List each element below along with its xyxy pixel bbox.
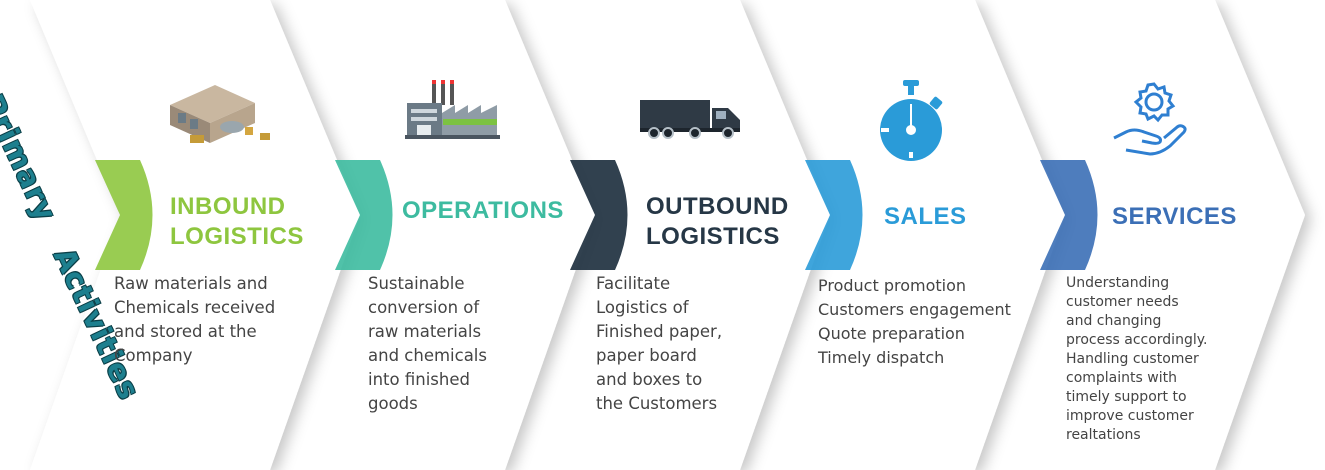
tip-sales (805, 160, 863, 270)
desc-line: Timely dispatch (818, 348, 945, 367)
desc-line: and changing (1066, 313, 1162, 329)
title-outbound: OUTBOUND LOGISTICS (646, 192, 789, 252)
title-line-2: LOGISTICS (170, 223, 304, 250)
desc-line: Sustainable (368, 274, 465, 293)
desc-line: the Customers (596, 394, 718, 413)
stopwatch-icon (880, 80, 943, 161)
desc-line: timely support to (1066, 389, 1187, 405)
chevron-1 (30, 0, 360, 470)
gear-hand-icon (1113, 82, 1187, 156)
desc-line: improve customer (1066, 408, 1194, 424)
tip-services (1040, 160, 1098, 270)
desc-line: goods (368, 394, 418, 413)
title-services: SERVICES (1112, 202, 1237, 232)
desc-line: process accordingly. (1066, 332, 1208, 348)
title-inbound: INBOUND LOGISTICS (170, 192, 304, 252)
tip-outbound (570, 160, 628, 270)
tip-operations (335, 160, 393, 270)
desc-line: paper board (596, 346, 697, 365)
chevron-3 (505, 0, 830, 470)
desc-line: Product promotion (818, 276, 967, 295)
desc-line: realtations (1066, 427, 1141, 443)
factory-icon (405, 80, 500, 139)
desc-line: into finished (368, 370, 470, 389)
title-line-1: SERVICES (1112, 203, 1237, 230)
title-sales: SALES (884, 202, 967, 232)
desc-line: and stored at the (114, 322, 257, 341)
desc-line: Logistics of (596, 298, 689, 317)
desc-sales: Product promotion Customers engagement Q… (818, 274, 1011, 370)
desc-line: Customers engagement (818, 300, 1011, 319)
chevron-4 (740, 0, 1065, 470)
desc-line: conversion of (368, 298, 480, 317)
title-line-1: OPERATIONS (402, 197, 564, 224)
desc-line: Understanding (1066, 275, 1170, 291)
desc-line: Finished paper, (596, 322, 723, 341)
desc-line: Company (114, 346, 193, 365)
title-line-1: INBOUND (170, 193, 286, 220)
warehouse-icon (170, 85, 270, 143)
desc-line: complaints with (1066, 370, 1177, 386)
truck-icon (640, 100, 740, 139)
desc-line: and boxes to (596, 370, 703, 389)
desc-line: Handling customer (1066, 351, 1199, 367)
title-line-1: SALES (884, 203, 967, 230)
title-line-1: OUTBOUND (646, 193, 789, 220)
desc-line: and chemicals (368, 346, 487, 365)
chevron-5 (975, 0, 1305, 470)
chevron-2 (270, 0, 595, 470)
desc-line: customer needs (1066, 294, 1179, 310)
desc-services: Understanding customer needs and changin… (1066, 274, 1207, 445)
desc-line: Chemicals received (114, 298, 276, 317)
tip-inbound (95, 160, 153, 270)
desc-outbound: Facilitate Logistics of Finished paper, … (596, 272, 722, 416)
title-operations: OPERATIONS (402, 196, 564, 226)
desc-line: Raw materials and (114, 274, 268, 293)
chevron-6 (1215, 0, 1325, 470)
title-line-2: LOGISTICS (646, 223, 780, 250)
desc-line: Facilitate (596, 274, 671, 293)
desc-operations: Sustainable conversion of raw materials … (368, 272, 487, 416)
desc-inbound: Raw materials and Chemicals received and… (114, 272, 275, 368)
desc-line: Quote preparation (818, 324, 965, 343)
desc-line: raw materials (368, 322, 482, 341)
